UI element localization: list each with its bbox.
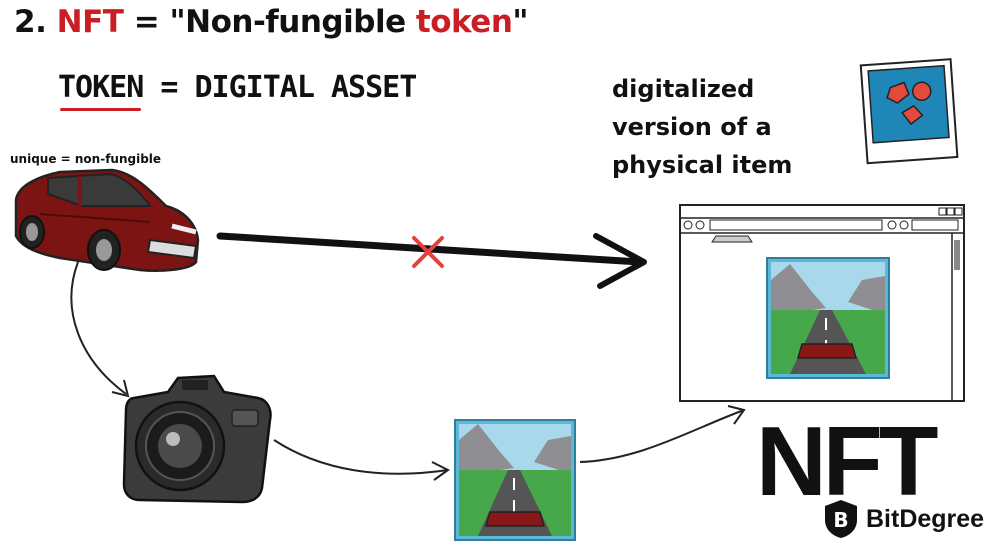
cross-icon xyxy=(412,236,444,268)
equals-sign: = xyxy=(160,70,178,105)
digital-asset-label: DIGITAL ASSET xyxy=(194,70,418,105)
arrow-car-to-camera xyxy=(70,261,130,398)
arrow-photo-to-browser xyxy=(579,405,746,463)
browser-window-icon xyxy=(679,204,965,402)
camera-icon xyxy=(122,374,272,504)
brand-name: BitDegree xyxy=(866,504,985,533)
bitdegree-logo: B BitDegree xyxy=(822,498,984,540)
polaroid-icon xyxy=(859,58,959,165)
token-definition: TOKEN = DIGITAL ASSET xyxy=(58,70,418,111)
arrow-camera-to-photo xyxy=(273,439,450,481)
token-word: TOKEN xyxy=(58,70,144,111)
heading-middle: = "Non-fungible xyxy=(123,4,416,40)
physical-item-caption: digitalized version of a physical item xyxy=(612,75,793,179)
unique-label: unique = non-fungible xyxy=(10,152,162,166)
photo-icon xyxy=(454,419,576,541)
crossed-arrow xyxy=(216,232,647,289)
car-icon xyxy=(14,168,200,272)
nft-label: NFT xyxy=(756,406,938,516)
heading-suffix: " xyxy=(512,4,529,40)
logo-letter: B xyxy=(833,508,848,532)
heading: 2. NFT = "Non-fungible token" xyxy=(14,4,529,40)
heading-prefix: 2. xyxy=(14,4,57,40)
heading-token: token xyxy=(415,4,513,40)
heading-nft: NFT xyxy=(56,4,124,40)
shield-logo-icon: B xyxy=(825,500,857,538)
